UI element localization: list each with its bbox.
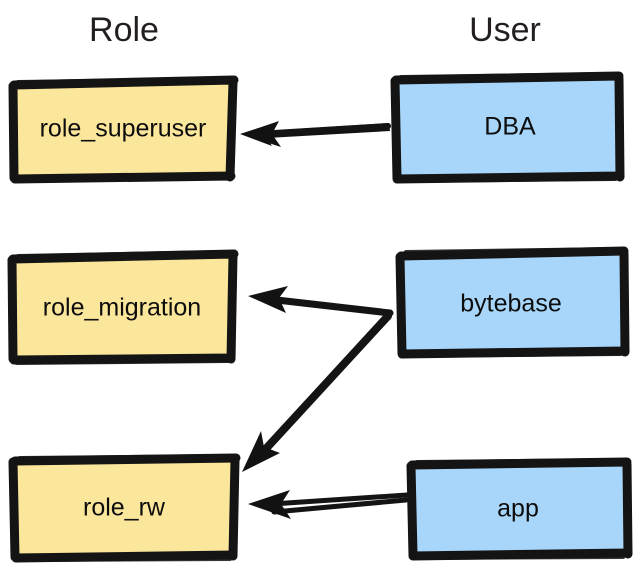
dba-border-accent [398,72,617,183]
dba-border [390,71,625,184]
app-fill [415,464,625,553]
node-role-rw[interactable]: role_rw [8,453,241,563]
arrow-bytebase-rw-head [242,431,280,472]
node-role-superuser[interactable]: role_superuser [8,75,239,184]
role-rw-border-accent [17,454,232,562]
node-bytebase[interactable]: bytebase [395,246,630,359]
arrow-bytebase-migration-shaft [264,295,394,317]
column-header-role: Role [89,11,159,49]
role-migration-border-accent [15,250,230,365]
edge-bytebase-to-role-rw [242,312,392,472]
bytebase-fill [404,253,622,351]
edge-app-to-role-rw [248,490,410,519]
role-rw-label: role_rw [83,494,166,522]
role-superuser-label: role_superuser [40,115,207,143]
column-header-user: User [469,11,541,49]
arrow-dba-head [241,121,281,147]
edge-bytebase-to-role-migration [248,286,394,317]
arrow-app-shaft-lower [271,497,409,515]
dba-label: DBA [484,113,536,141]
arrow-app-shaft-upper [269,492,410,507]
edge-dba-to-role-superuser [240,121,391,147]
app-border-accent [414,458,625,560]
role-superuser-border [8,75,239,184]
role-superuser-fill [14,80,233,179]
arrow-dba-shaft [255,123,391,137]
node-role-migration[interactable]: role_migration [7,249,239,365]
role-migration-fill [15,255,232,357]
role-rw-border [8,453,241,563]
app-border [406,457,633,561]
dba-fill [399,78,618,178]
role-migration-border [7,249,239,365]
bytebase-border [395,246,630,359]
role-superuser-border-accent [15,77,231,183]
app-label: app [497,495,539,523]
node-dba[interactable]: DBA [390,71,625,184]
arrow-app-head [248,490,291,519]
role-rw-fill [16,460,233,556]
bytebase-label: bytebase [460,290,561,318]
arrow-bytebase-rw-shaft [258,312,392,457]
node-app[interactable]: app [406,457,633,561]
arrow-bytebase-migration-head [248,286,288,313]
role-migration-label: role_migration [43,294,201,322]
bytebase-border-accent [403,247,622,358]
